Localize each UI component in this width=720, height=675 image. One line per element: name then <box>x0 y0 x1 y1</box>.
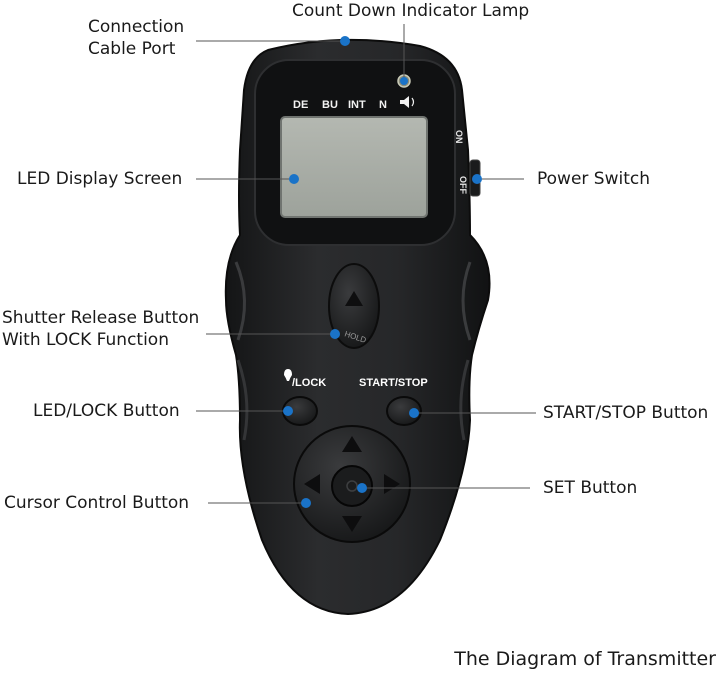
marker-start-stop <box>409 408 419 418</box>
cursor-right-icon[interactable] <box>384 474 400 494</box>
led-display-label: LED Display Screen <box>17 169 183 189</box>
mode-de-label: DE <box>293 99 308 111</box>
start-stop-button[interactable] <box>386 396 422 426</box>
cursor-left-icon[interactable] <box>304 474 320 494</box>
marker-shutter <box>330 329 340 339</box>
marker-cursor <box>301 498 311 508</box>
connection-port-label-line2: Cable Port <box>88 39 176 59</box>
diagram-caption: The Diagram of Transmitter <box>454 648 716 670</box>
marker-countdown-lamp <box>400 77 408 85</box>
set-button-label: SET Button <box>543 478 638 498</box>
connection-port-label-line1: Connection <box>88 17 185 37</box>
marker-dots <box>283 36 482 508</box>
switch-on-label: ON <box>454 130 464 144</box>
bulb-icon <box>284 369 292 381</box>
start-stop-button-label: START/STOP Button <box>543 403 709 423</box>
start-stop-text: START/STOP <box>359 377 428 389</box>
marker-set-button <box>357 483 367 493</box>
countdown-lamp-label: Count Down Indicator Lamp <box>292 1 530 21</box>
marker-led-display <box>289 174 299 184</box>
marker-led-lock <box>283 406 293 416</box>
shutter-label-line1: Shutter Release Button <box>2 308 200 328</box>
led-lock-button-label: LED/LOCK Button <box>33 401 180 421</box>
cursor-control-label: Cursor Control Button <box>4 493 190 513</box>
shutter-label-line2: With LOCK Function <box>2 330 169 350</box>
svg-text:/LOCK: /LOCK <box>292 377 326 389</box>
led-display-screen <box>280 116 428 218</box>
switch-off-label: OFF <box>458 176 468 194</box>
set-button-center-icon <box>346 480 358 492</box>
leader-lines <box>196 24 536 504</box>
marker-connection-port <box>340 36 350 46</box>
marker-power-switch <box>472 174 482 184</box>
set-button[interactable] <box>331 465 373 507</box>
cursor-up-icon[interactable] <box>342 436 362 452</box>
shutter-up-arrow-icon <box>345 291 363 306</box>
mode-n-label: N <box>379 99 387 111</box>
mode-bu-label: BU <box>322 99 338 111</box>
power-switch-label: Power Switch <box>537 169 651 189</box>
mode-int-label: INT <box>348 99 366 111</box>
cursor-down-icon[interactable] <box>342 516 362 532</box>
led-lock-label: /LOCK <box>284 369 326 389</box>
speaker-icon <box>400 96 415 108</box>
